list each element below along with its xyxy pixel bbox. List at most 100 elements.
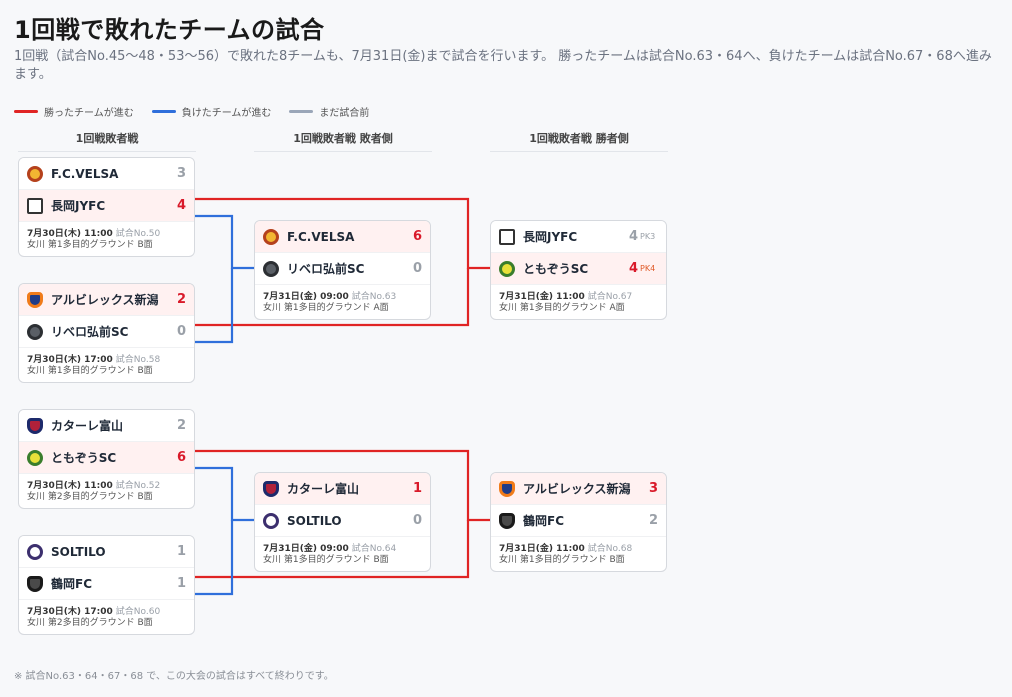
nagaoka-crest-icon: [499, 228, 515, 245]
team-score: 0: [412, 513, 422, 528]
match-number: 試合No.64: [351, 544, 397, 554]
tsuruoka-crest-icon: [27, 575, 43, 592]
team-score: 0: [412, 261, 422, 276]
team-name: SOLTILO: [287, 513, 342, 528]
team-name: ともぞうSC: [523, 262, 589, 276]
libero-crest-icon: [27, 323, 43, 340]
match-venue: 女川 第1多目的グラウンド A面: [263, 303, 389, 313]
match-datetime: 7月30日(木) 11:00: [27, 229, 113, 239]
team-name: カターレ富山: [287, 482, 360, 496]
legend-item-pending: まだ試合前: [289, 104, 369, 119]
velsa-crest-icon: [27, 165, 43, 182]
match-datetime: 7月31日(金) 09:00: [263, 544, 349, 554]
match-venue: 女川 第1多目的グラウンド A面: [499, 303, 625, 313]
tomozou-crest-icon: [499, 260, 515, 277]
team-name: アルビレックス新潟: [523, 482, 631, 496]
team-score: 6: [412, 229, 422, 244]
match-number: 試合No.60: [115, 607, 161, 617]
legend-item-loser: 負けたチームが進む: [151, 104, 271, 119]
velsa-crest-icon: [263, 228, 279, 245]
match-venue: 女川 第1多目的グラウンド B面: [27, 366, 153, 376]
team-row[interactable]: カターレ富山 2: [19, 410, 194, 442]
loser-line: [195, 466, 255, 522]
team-score: 1: [176, 544, 186, 559]
match-number: 試合No.68: [587, 544, 633, 554]
team-name: リベロ弘前SC: [51, 325, 129, 339]
soltilo-crest-icon: [27, 543, 43, 560]
legend-label: まだ試合前: [319, 108, 370, 119]
column-header-first-round-losers: 1回戦敗者戦: [18, 132, 196, 152]
match-venue: 女川 第1多目的グラウンド B面: [499, 555, 625, 565]
penalty-score: PK4: [640, 264, 656, 273]
team-row[interactable]: F.C.VELSA 3: [19, 158, 194, 190]
team-name: F.C.VELSA: [51, 166, 119, 181]
match-datetime: 7月30日(木) 17:00: [27, 355, 113, 365]
team-name: 長岡JYFC: [523, 230, 578, 244]
team-score: 2: [176, 418, 186, 433]
team-score: 2: [648, 513, 658, 528]
team-name: ともぞうSC: [51, 451, 117, 465]
page-title: 1回戦で敗れたチームの試合: [14, 16, 325, 44]
loser-line: [195, 520, 234, 596]
libero-crest-icon: [263, 260, 279, 277]
team-name: カターレ富山: [51, 419, 124, 433]
match-number: 試合No.58: [115, 355, 161, 365]
legend-label: 勝ったチームが進む: [44, 108, 134, 119]
match-number: 試合No.63: [351, 292, 397, 302]
team-name: 長岡JYFC: [51, 199, 106, 213]
team-score: 3: [176, 166, 186, 181]
legend-swatch-blue: [151, 110, 176, 113]
match-number: 試合No.50: [115, 229, 161, 239]
team-row[interactable]: SOLTILO 0: [255, 505, 430, 537]
match-venue: 女川 第1多目的グラウンド B面: [27, 240, 153, 250]
team-name: アルビレックス新潟: [51, 293, 159, 307]
loser-line: [195, 268, 234, 344]
match-datetime: 7月31日(金) 11:00: [499, 544, 585, 554]
footer-note: ※ 試合No.63・64・67・68 で、この大会の試合はすべて終わりです。: [14, 671, 334, 682]
match-number: 試合No.52: [115, 481, 161, 491]
soltilo-crest-icon: [263, 512, 279, 529]
column-header-winner-side: 1回戦敗者戦 勝者側: [490, 132, 668, 152]
legend-swatch-gray: [289, 110, 314, 113]
team-score: 0: [176, 324, 186, 339]
match-datetime: 7月30日(木) 17:00: [27, 607, 113, 617]
team-score: 1: [176, 576, 186, 591]
winner-line: [195, 197, 491, 270]
albirex-crest-icon: [27, 291, 43, 308]
column-header-loser-side: 1回戦敗者戦 敗者側: [254, 132, 432, 152]
kataller-crest-icon: [263, 480, 279, 497]
match-datetime: 7月31日(金) 11:00: [499, 292, 585, 302]
kataller-crest-icon: [27, 417, 43, 434]
team-row[interactable]: リベロ弘前SC 0: [19, 316, 194, 348]
winner-line: [195, 268, 470, 327]
match-venue: 女川 第2多目的グラウンド B面: [27, 492, 153, 502]
